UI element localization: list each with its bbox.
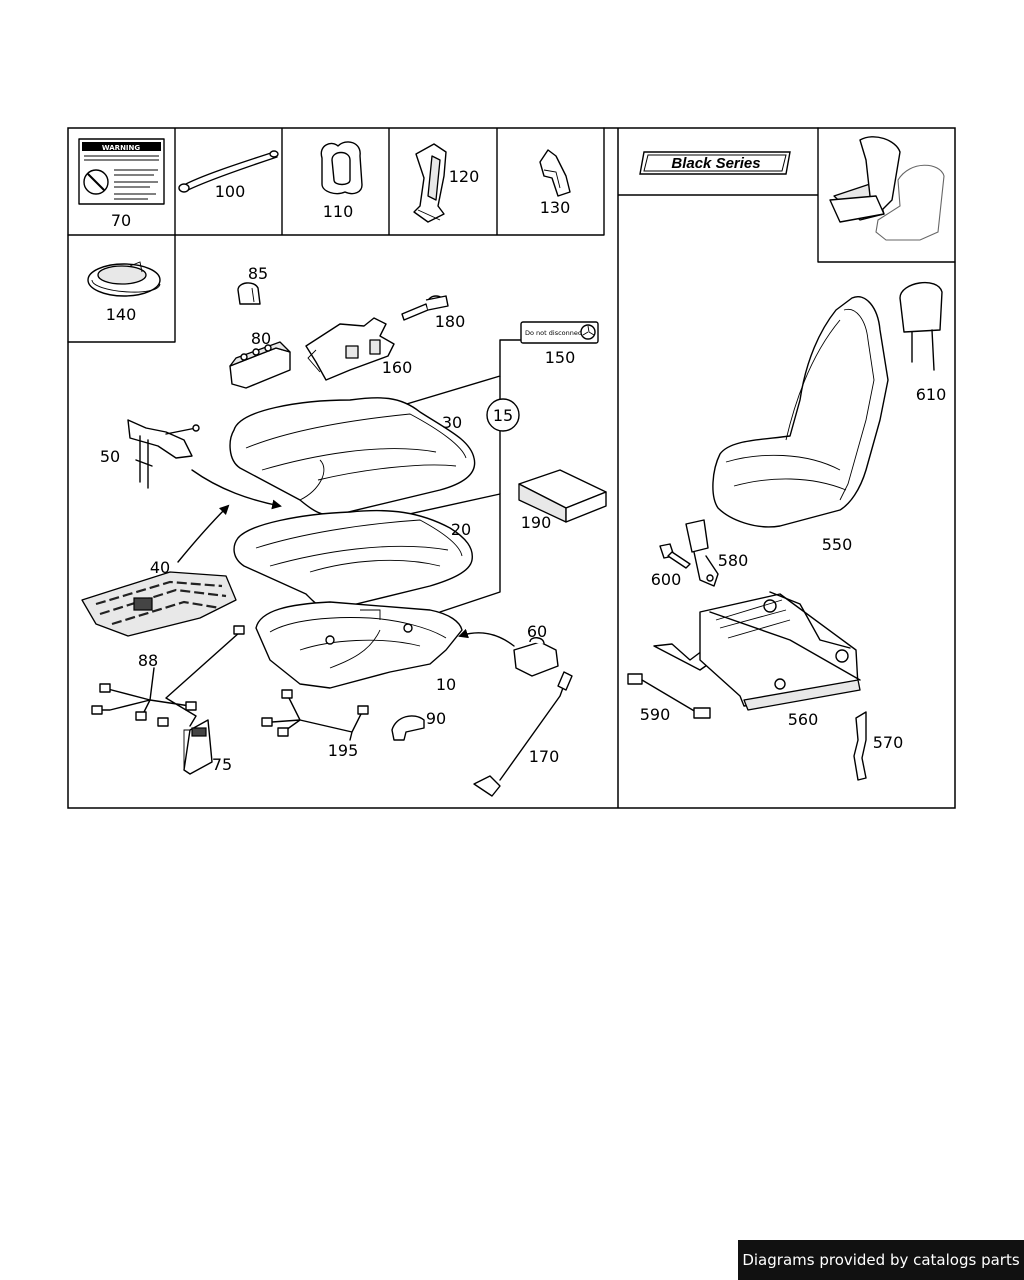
label-560: 560: [788, 710, 819, 729]
do-not-disconnect-text: Do not disconnect: [525, 329, 584, 337]
part-10-seat-pan: [255, 601, 463, 689]
part-70-warning-label: WARNING: [78, 138, 165, 205]
label-140: 140: [106, 305, 137, 324]
part-80-switch: [229, 341, 291, 389]
part-130-bracket: [539, 149, 571, 197]
label-120: 120: [449, 167, 480, 186]
label-30: 30: [442, 413, 462, 432]
part-560-seat-frame: [653, 591, 861, 711]
warning-text: WARNING: [102, 144, 141, 152]
label-580: 580: [718, 551, 749, 570]
part-190-pad: [518, 469, 607, 523]
label-90: 90: [426, 709, 446, 728]
label-80: 80: [251, 329, 271, 348]
part-160-bracket: [305, 317, 395, 381]
part-85-cap: [237, 282, 261, 305]
part-60-motor: [513, 637, 559, 677]
label-195: 195: [328, 741, 359, 760]
part-180-bolt: [401, 295, 449, 321]
arrow-50-to-30: [191, 469, 282, 510]
arrow-60-to-10: [458, 628, 515, 647]
part-110-clip: [320, 141, 363, 195]
label-100: 100: [215, 182, 246, 201]
part-600-bolt: [659, 543, 691, 569]
label-15: 15: [493, 406, 513, 425]
part-170-cable: [473, 671, 573, 797]
diagram-frame: [67, 127, 956, 809]
label-110: 110: [323, 202, 354, 221]
part-580-buckle: [685, 519, 719, 587]
part-150-sticker: Do not disconnect: [520, 321, 599, 344]
label-75: 75: [212, 755, 232, 774]
footer-credit: Diagrams provided by catalogs parts: [738, 1240, 1024, 1280]
part-590-cable: [627, 673, 711, 719]
label-170: 170: [529, 747, 560, 766]
label-20: 20: [451, 520, 471, 539]
part-40-heating-mat: [81, 571, 237, 637]
part-50-bracket: [127, 419, 200, 489]
part-30-seat-cover: [229, 397, 476, 516]
label-180: 180: [435, 312, 466, 331]
label-590: 590: [640, 705, 671, 724]
label-550: 550: [822, 535, 853, 554]
label-570: 570: [873, 733, 904, 752]
label-160: 160: [382, 358, 413, 377]
label-85: 85: [248, 264, 268, 283]
part-90-handle: [391, 715, 425, 741]
label-88: 88: [138, 651, 158, 670]
seat-thumbnail: [829, 136, 945, 241]
label-150: 150: [545, 348, 576, 367]
label-610: 610: [916, 385, 947, 404]
part-140-ring: [87, 261, 161, 297]
part-570-bracket: [853, 711, 867, 781]
label-60: 60: [527, 622, 547, 641]
arrow-40-to-20: [177, 504, 230, 563]
assembly-15-leader: [379, 339, 521, 613]
black-series-text: Black Series: [671, 155, 760, 172]
part-20-seat-cushion: [233, 509, 473, 610]
part-550-seat: [712, 296, 889, 528]
label-130: 130: [540, 198, 571, 217]
label-70: 70: [111, 211, 131, 230]
label-40: 40: [150, 558, 170, 577]
black-series-badge: Black Series: [639, 151, 791, 175]
part-88-wire-harness: [91, 625, 245, 727]
part-195-wire-harness: [261, 689, 369, 741]
part-100-cable-tie: [178, 150, 279, 193]
label-190: 190: [521, 513, 552, 532]
part-120-retainer: [413, 143, 447, 223]
label-50: 50: [100, 447, 120, 466]
part-75-module: [183, 719, 213, 775]
part-610-headrest: [899, 281, 943, 371]
label-10: 10: [436, 675, 456, 694]
label-600: 600: [651, 570, 682, 589]
